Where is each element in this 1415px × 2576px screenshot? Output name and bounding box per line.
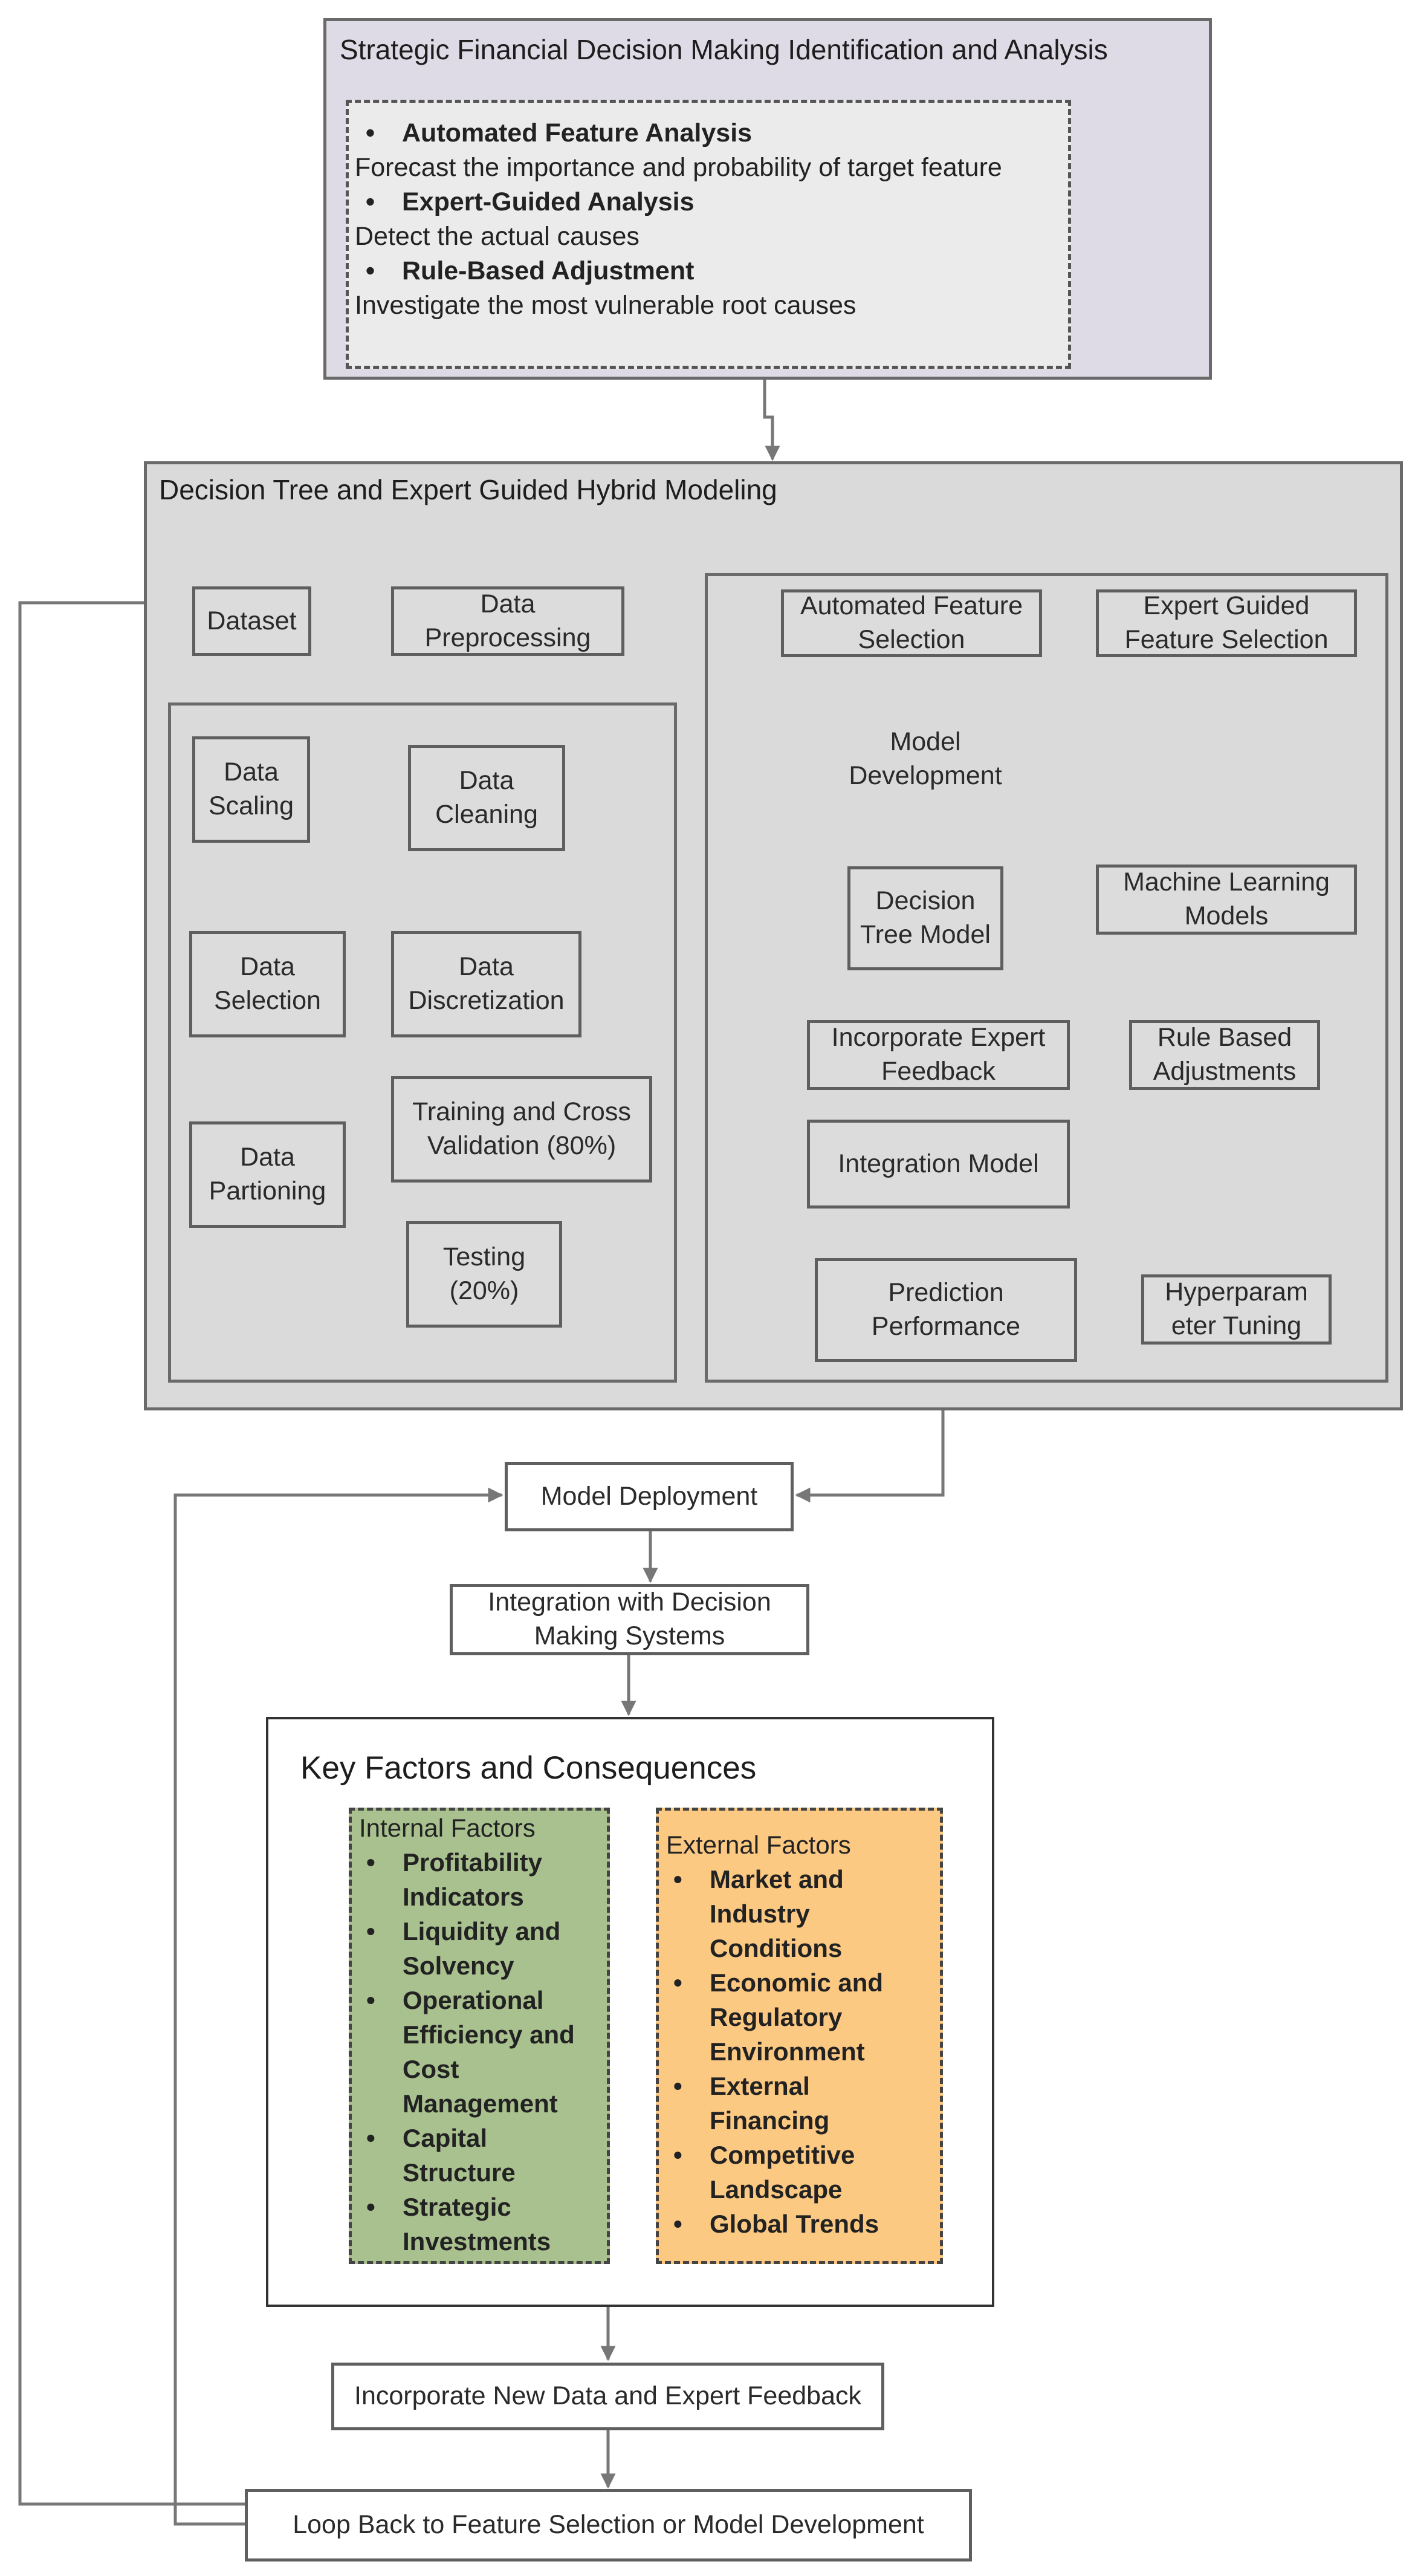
strategic-analysis-panel: Strategic Financial Decision Making Iden…: [323, 18, 1212, 380]
hyperparameter-tuning-node: Hyperparameter Tuning: [1141, 1274, 1332, 1345]
external-factor-item: Global Trends: [662, 2207, 936, 2241]
arrow-loop-to-deployment: [173, 1487, 504, 2526]
incorporate-new-data-node: Incorporate New Data and Expert Feedback: [331, 2363, 884, 2430]
internal-factor-item: Capital Structure: [355, 2121, 603, 2190]
expert-guided-feature-selection-node: Expert Guided Feature Selection: [1096, 589, 1357, 657]
external-factors-list: Market and Industry Conditions Economic …: [662, 1862, 936, 2241]
incorporate-expert-feedback-node: Incorporate Expert Feedback: [807, 1020, 1070, 1090]
loop-back-node: Loop Back to Feature Selection or Model …: [245, 2489, 972, 2561]
data-cleaning-node: Data Cleaning: [408, 745, 565, 851]
external-factors-box: External Factors Market and Industry Con…: [656, 1808, 943, 2264]
analysis-item-list: Expert-Guided Analysis: [355, 185, 1062, 219]
testing-node: Testing (20%): [406, 1221, 562, 1328]
data-partitioning-node: Data Partioning: [189, 1121, 346, 1228]
external-factor-item: Market and Industry Conditions: [662, 1862, 936, 1965]
analysis-item-list: Automated Feature Analysis: [355, 116, 1062, 151]
external-factor-item: Competitive Landscape: [662, 2138, 936, 2207]
arrow-loop-to-dataset: [18, 595, 245, 2506]
decision-tree-model-node: Decision Tree Model: [847, 866, 1003, 970]
hybrid-modeling-title: Decision Tree and Expert Guided Hybrid M…: [159, 474, 777, 505]
internal-factor-item: Operational Efficiency and Cost Manageme…: [355, 1983, 603, 2121]
external-factor-item: Economic and Regulatory Environment: [662, 1965, 936, 2069]
analysis-items-box: Automated Feature Analysis Forecast the …: [346, 100, 1071, 369]
analysis-item-heading: Expert-Guided Analysis: [355, 185, 1062, 219]
internal-factor-item: Profitability Indicators: [355, 1845, 603, 1914]
dataset-node: Dataset: [192, 586, 311, 656]
training-validation-node: Training and Cross Validation (80%): [391, 1076, 652, 1183]
prediction-performance-node: Prediction Performance: [815, 1258, 1077, 1362]
internal-factor-item: Strategic Investments: [355, 2190, 603, 2259]
internal-factor-item: Liquidity and Solvency: [355, 1914, 603, 1983]
model-development-label: Model Development: [849, 727, 1002, 790]
internal-factors-list: Profitability Indicators Liquidity and S…: [355, 1845, 603, 2259]
analysis-item-list: Rule-Based Adjustment: [355, 254, 1062, 288]
model-subpanel: [705, 573, 1388, 1383]
rule-based-adjustments-node: Rule Based Adjustments: [1129, 1020, 1320, 1090]
strategic-analysis-title: Strategic Financial Decision Making Iden…: [340, 34, 1108, 65]
data-preprocessing-node: Data Preprocessing: [391, 586, 624, 656]
analysis-item-desc: Investigate the most vulnerable root cau…: [355, 291, 856, 320]
machine-learning-models-node: Machine Learning Models: [1096, 865, 1357, 935]
data-selection-node: Data Selection: [189, 931, 346, 1037]
analysis-item-desc: Forecast the importance and probability …: [355, 153, 1002, 182]
internal-factors-title: Internal Factors: [359, 1814, 536, 1842]
analysis-item-heading: Automated Feature Analysis: [355, 116, 1062, 151]
arrow-top-to-hybrid: [763, 380, 780, 461]
internal-factors-box: Internal Factors Profitability Indicator…: [349, 1808, 610, 2264]
integration-model-node: Integration Model: [807, 1120, 1070, 1209]
analysis-item-heading: Rule-Based Adjustment: [355, 254, 1062, 288]
model-deployment-node: Model Deployment: [505, 1462, 794, 1531]
analysis-item-desc: Detect the actual causes: [355, 222, 640, 251]
external-factors-title: External Factors: [666, 1831, 851, 1859]
external-factor-item: External Financing: [662, 2069, 936, 2138]
integration-decision-systems-node: Integration with Decision Making Systems: [450, 1584, 809, 1655]
data-discretization-node: Data Discretization: [391, 931, 581, 1037]
data-scaling-node: Data Scaling: [192, 736, 310, 843]
automated-feature-selection-node: Automated Feature Selection: [781, 589, 1042, 657]
key-factors-title: Key Factors and Consequences: [300, 1750, 757, 1786]
